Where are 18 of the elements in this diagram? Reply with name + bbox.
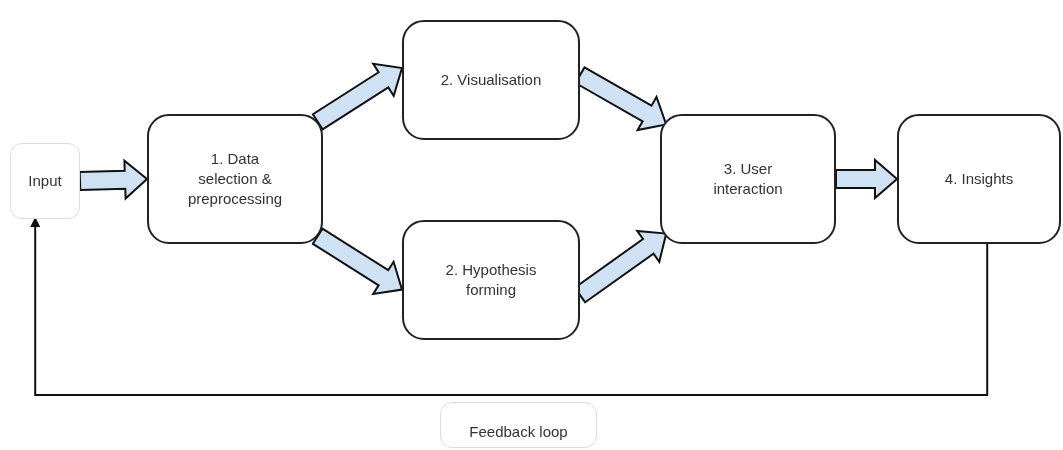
node-label: 4. Insights [944,169,1014,189]
process-box [402,20,580,140]
process-box [660,114,836,244]
input-box [10,143,80,219]
block-arrow [311,62,404,131]
node-label: 2. Hypothesis forming [444,260,538,300]
node-label: 1. Data selection & preprocessing [186,149,284,209]
block-arrow [311,227,404,296]
feedback-arrow [30,217,989,396]
process-box [402,220,580,340]
block-arrow [78,158,149,201]
node-label: 2. Visualisation [440,70,542,90]
process-box [897,114,1061,244]
process-box [147,114,323,244]
node-label: Input [28,171,62,191]
edge-label: Feedback loop [440,402,597,448]
block-arrow [835,157,899,201]
node-label: 3. User interaction [712,159,784,199]
